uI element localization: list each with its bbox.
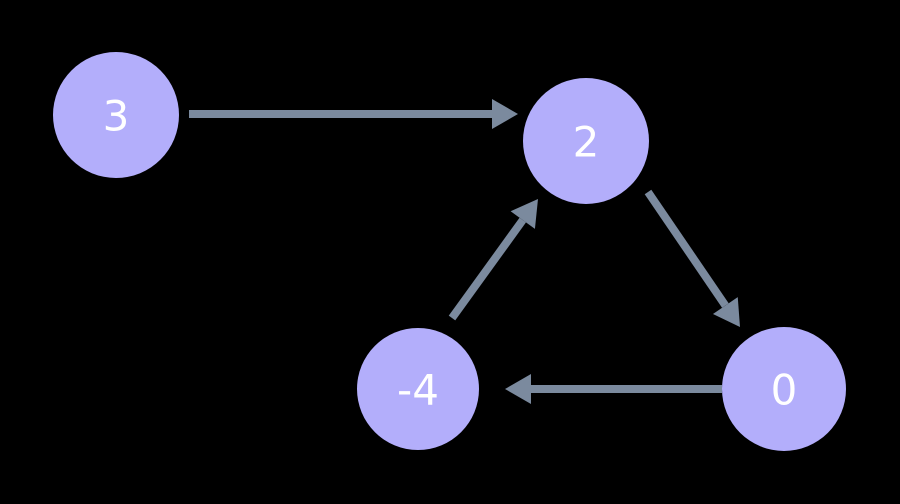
node-label: -4 — [397, 366, 439, 415]
graph-edge — [189, 99, 518, 129]
node-circle[interactable] — [357, 328, 479, 450]
edge-shaft — [644, 189, 729, 308]
node-label: 0 — [771, 366, 798, 415]
node-circle[interactable] — [722, 327, 846, 451]
node-label: 3 — [103, 92, 130, 141]
graph-node[interactable]: -4 — [357, 328, 479, 450]
nodes-layer: 3 2 -4 0 — [53, 52, 846, 451]
edge-arrowhead-icon — [505, 374, 531, 404]
graph-node[interactable]: 3 — [53, 52, 179, 178]
edge-shaft — [448, 217, 527, 321]
edges-layer — [189, 99, 740, 404]
graph-edge — [644, 189, 740, 327]
graph-node[interactable]: 2 — [523, 78, 649, 204]
edge-arrowhead-icon — [492, 99, 518, 129]
node-circle[interactable] — [523, 78, 649, 204]
graph-edge — [448, 199, 538, 321]
node-circle[interactable] — [53, 52, 179, 178]
edge-arrowhead-icon — [510, 199, 538, 229]
graph-node[interactable]: 0 — [722, 327, 846, 451]
edge-arrowhead-icon — [712, 297, 740, 327]
graph-edge — [505, 374, 722, 404]
node-label: 2 — [573, 118, 600, 167]
